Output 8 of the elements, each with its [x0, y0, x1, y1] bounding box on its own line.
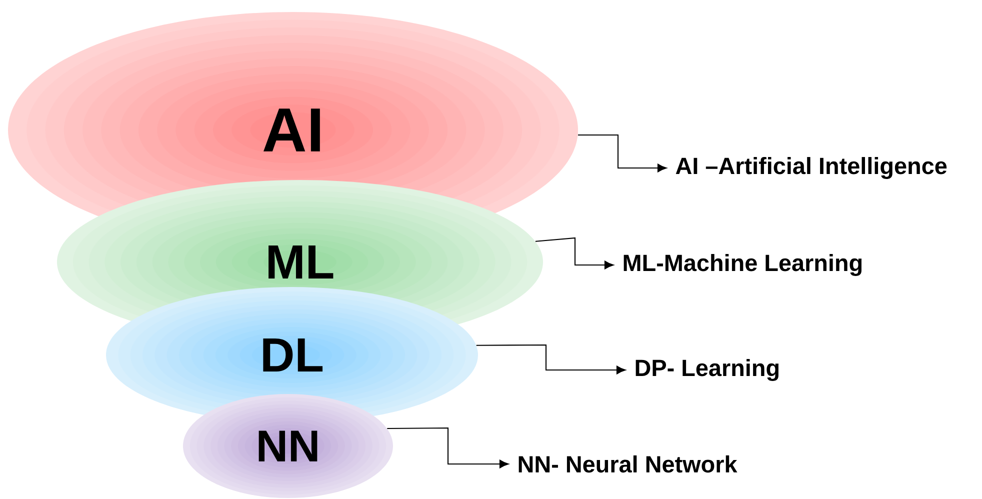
label: ML-Machine Learning	[624, 254, 862, 276]
arrow	[535, 237, 614, 270]
label: DP- Learning	[636, 359, 778, 381]
arrow	[387, 427, 509, 468]
label: AI –Artificial Intelligence	[676, 157, 947, 179]
arrow	[578, 134, 667, 172]
label: NN- Neural Network	[518, 455, 738, 473]
arrow	[476, 344, 626, 374]
